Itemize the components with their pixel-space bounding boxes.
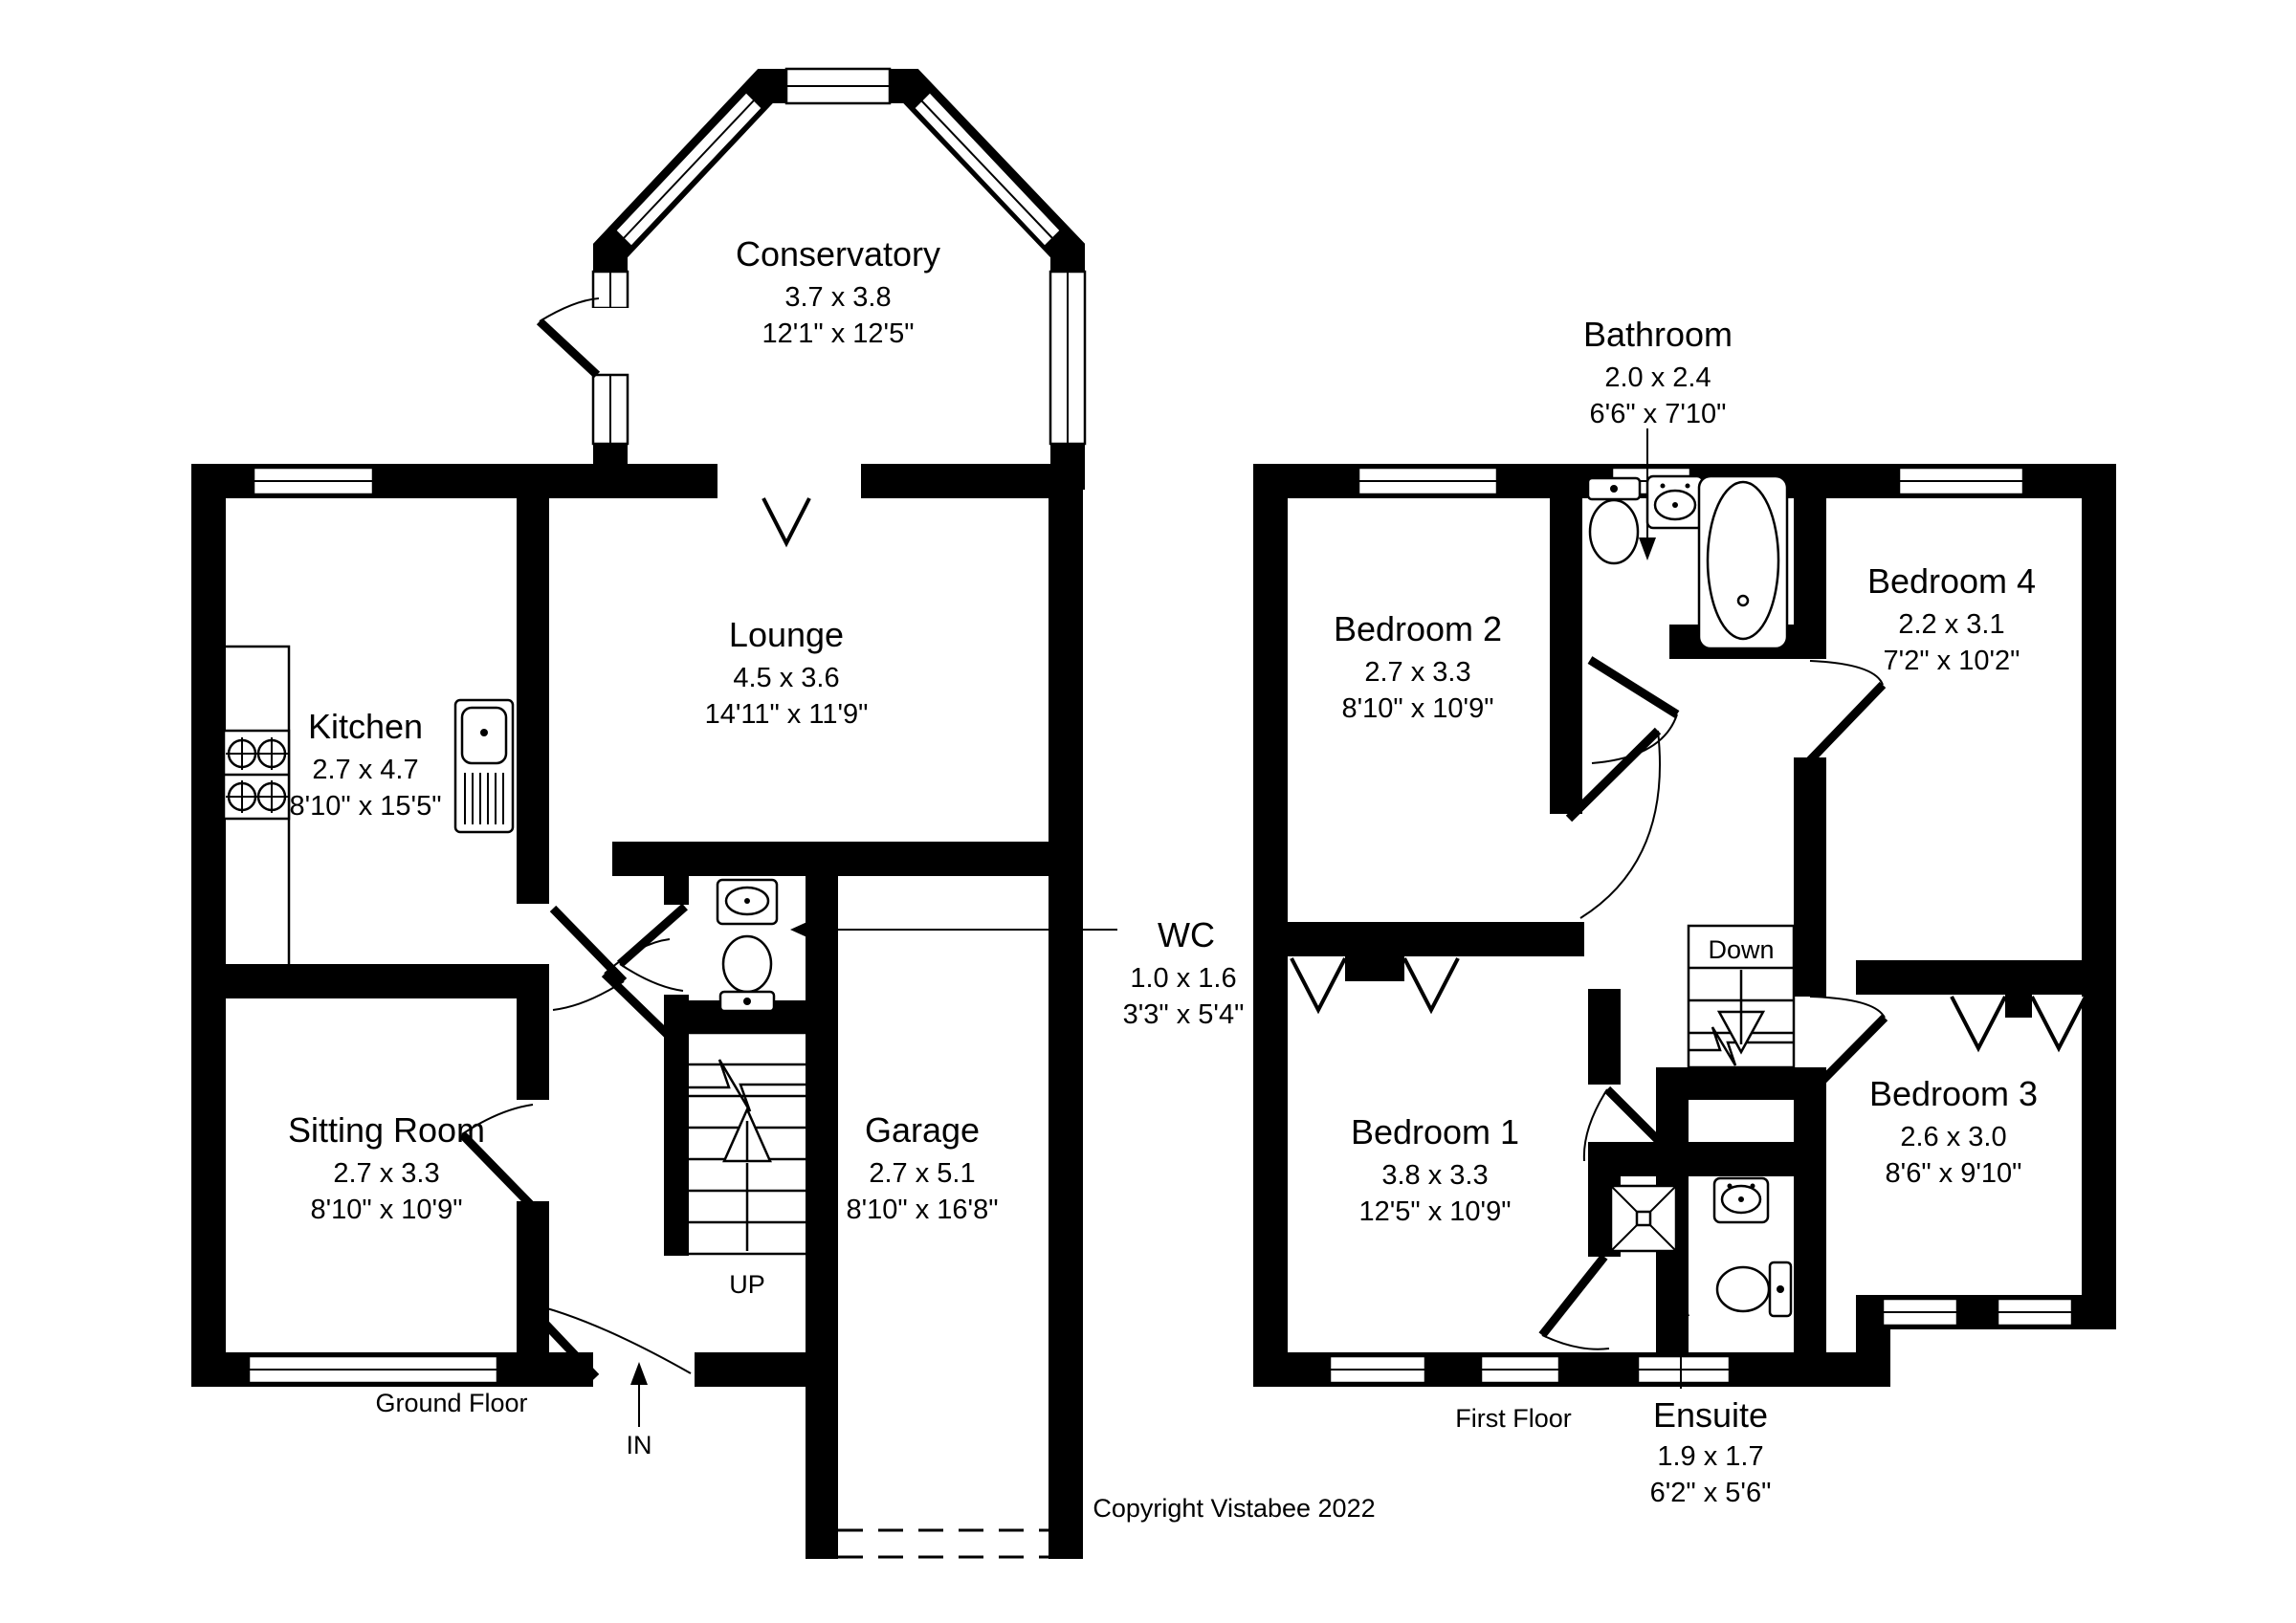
bedroom3-imperial: 8'6" x 9'10" xyxy=(1886,1158,2022,1189)
bedroom1-label: Bedroom 1 xyxy=(1351,1112,1519,1151)
bedroom3-label: Bedroom 3 xyxy=(1869,1074,2038,1113)
bedroom1-door xyxy=(1582,1086,1676,1162)
kitchen-counter xyxy=(226,645,291,964)
ensuite-leader xyxy=(1672,1293,1689,1389)
bedroom4-metric: 2.2 x 3.1 xyxy=(1898,609,2004,640)
stairs-up xyxy=(689,1031,806,1256)
kitchen-metric: 2.7 x 4.7 xyxy=(312,755,418,785)
bedroom1-wardrobe xyxy=(1290,956,1460,1015)
ensuite-window xyxy=(1636,1354,1732,1385)
shower xyxy=(1609,1184,1678,1253)
sitting-room-label: Sitting Room xyxy=(288,1110,485,1150)
bedroom2-metric: 2.7 x 3.3 xyxy=(1364,657,1470,688)
stairs-up-label: UP xyxy=(729,1270,765,1299)
ensuite-basin xyxy=(1712,1176,1770,1224)
bathroom-metric: 2.0 x 2.4 xyxy=(1604,362,1711,393)
opening-notch xyxy=(762,497,811,548)
hall-doors xyxy=(549,905,673,1041)
ensuite-door xyxy=(1538,1254,1610,1350)
wc-label: WC xyxy=(1158,915,1215,954)
bedroom2-window xyxy=(1357,466,1499,496)
wc-imperial: 3'3" x 5'4" xyxy=(1123,999,1245,1030)
bedroom2-label: Bedroom 2 xyxy=(1334,609,1502,648)
bathroom-label: Bathroom xyxy=(1583,315,1733,354)
bedroom2-imperial: 8'10" x 10'9" xyxy=(1341,693,1493,724)
bedroom3-windows xyxy=(1881,1297,2074,1327)
copyright-text: Copyright Vistabee 2022 xyxy=(1093,1494,1375,1523)
first-floor-plan: Down xyxy=(1253,315,2116,1508)
stairs-down: Down xyxy=(1687,924,1796,1069)
bedroom1-metric: 3.8 x 3.3 xyxy=(1381,1160,1488,1191)
bathtub xyxy=(1697,474,1789,650)
conservatory-windows xyxy=(589,67,1087,446)
entrance-in-label: IN xyxy=(627,1431,652,1459)
conservatory-imperial: 12'1" x 12'5" xyxy=(762,318,914,349)
bedroom3-metric: 2.6 x 3.0 xyxy=(1900,1122,2006,1152)
stove xyxy=(222,729,291,821)
bathroom-basin xyxy=(1645,474,1705,530)
ground-floor-title: Ground Floor xyxy=(375,1389,527,1417)
bedroom4-imperial: 7'2" x 10'2" xyxy=(1884,646,2020,676)
conservatory-metric: 3.7 x 3.8 xyxy=(784,282,891,313)
stairs-down-label: Down xyxy=(1708,935,1774,964)
bedroom4-label: Bedroom 4 xyxy=(1867,561,2036,601)
bedroom3-door xyxy=(1806,996,1888,1097)
garage-door xyxy=(838,1528,1049,1559)
kitchen-imperial: 8'10" x 15'5" xyxy=(289,791,441,822)
garage-label: Garage xyxy=(865,1110,980,1150)
bathroom-door xyxy=(1587,656,1680,764)
wc-leader xyxy=(790,920,1117,939)
bedroom4-window xyxy=(1897,466,2025,496)
entrance-door xyxy=(521,1299,692,1381)
ensuite-toilet xyxy=(1715,1261,1793,1318)
bathroom-toilet xyxy=(1586,476,1642,565)
bedroom2-door xyxy=(1565,727,1662,919)
lounge-imperial: 14'11" x 11'9" xyxy=(705,699,869,730)
kitchen-label: Kitchen xyxy=(308,707,423,746)
sitting-room-window xyxy=(247,1354,499,1385)
lounge-label: Lounge xyxy=(729,615,844,654)
bedroom3-wardrobe xyxy=(1950,995,2087,1053)
bedroom1-imperial: 12'5" x 10'9" xyxy=(1358,1196,1511,1227)
ensuite-metric: 1.9 x 1.7 xyxy=(1657,1441,1763,1472)
ground-floor-plan: Conservatory 3.7 x 3.8 12'1" x 12'5" Lou… xyxy=(191,67,1245,1559)
conservatory-door xyxy=(536,318,601,379)
garage-metric: 2.7 x 5.1 xyxy=(869,1158,975,1189)
bedroom4-door xyxy=(1806,660,1887,764)
entrance-arrow xyxy=(630,1362,648,1427)
first-floor-title: First Floor xyxy=(1455,1404,1572,1433)
sitting-room-imperial: 8'10" x 10'9" xyxy=(310,1195,462,1225)
sitting-room-door xyxy=(458,1104,537,1211)
kitchen-window xyxy=(252,466,375,496)
wc-metric: 1.0 x 1.6 xyxy=(1130,963,1236,994)
kitchen-sink xyxy=(453,698,515,834)
wc-toilet xyxy=(718,934,776,1013)
bedroom1-windows xyxy=(1328,1354,1561,1385)
ensuite-label: Ensuite xyxy=(1653,1395,1768,1435)
wc-door xyxy=(617,903,688,992)
conservatory-label: Conservatory xyxy=(736,234,940,274)
wc-basin xyxy=(716,878,779,926)
bathroom-leader xyxy=(1639,428,1656,560)
bathroom-imperial: 6'6" x 7'10" xyxy=(1590,399,1727,429)
sitting-room-metric: 2.7 x 3.3 xyxy=(333,1158,439,1189)
garage-imperial: 8'10" x 16'8" xyxy=(846,1195,998,1225)
lounge-metric: 4.5 x 3.6 xyxy=(733,663,839,693)
ensuite-imperial: 6'2" x 5'6" xyxy=(1650,1478,1772,1508)
